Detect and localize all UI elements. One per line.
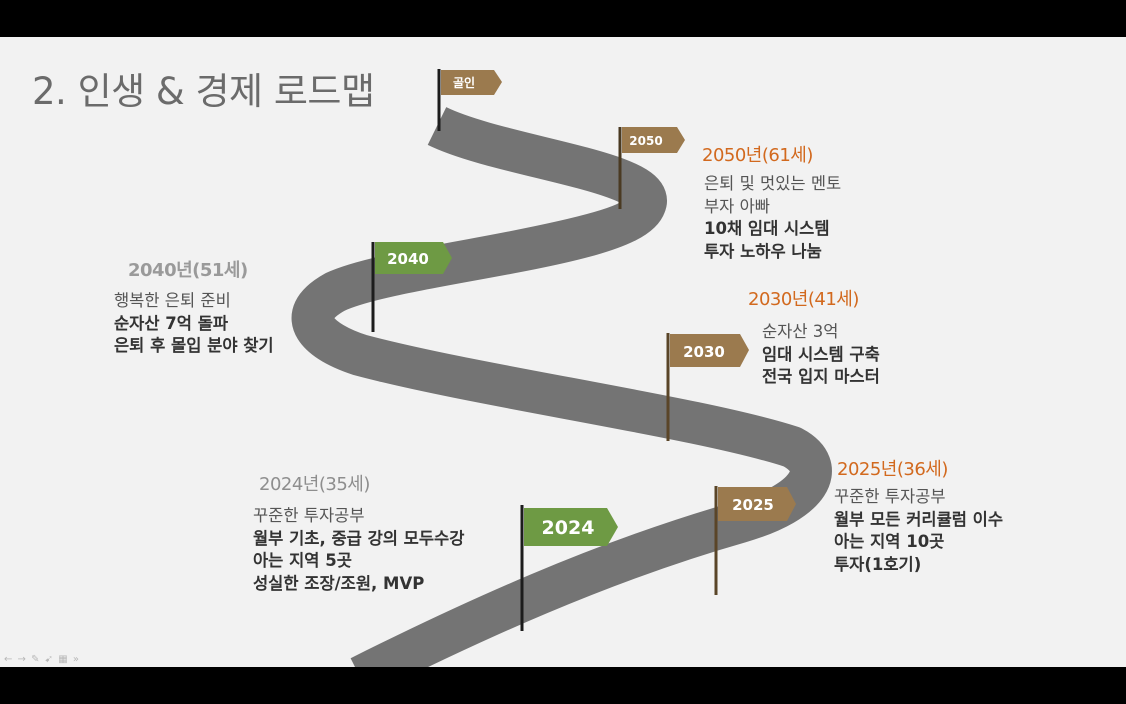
milestone-2024-details: 꾸준한 투자공부 월부 기초, 중급 강의 모두수강 아는 지역 5곳 성실한 … xyxy=(253,505,464,595)
flag-goal-label: 골인 xyxy=(453,75,475,90)
flag-goal: 골인 xyxy=(437,69,502,131)
milestone-2050-details: 은퇴 및 멋있는 멘토 부자 아빠 10채 임대 시스템 투자 노하우 나눔 xyxy=(704,173,841,263)
milestone-2025-heading: 2025년(36세) xyxy=(837,459,948,480)
milestone-2050-line-1: 은퇴 및 멋있는 멘토 xyxy=(704,174,842,193)
road-path xyxy=(291,106,832,667)
milestone-2030-heading: 2030년(41세) xyxy=(748,289,859,310)
flag-2040-label: 2040 xyxy=(387,250,429,268)
milestone-2040-details: 행복한 은퇴 준비 순자산 7억 돌파 은퇴 후 몰입 분야 찾기 xyxy=(114,290,274,358)
slide: 2. 인생 & 경제 로드맵 골인 2050 2040 2030 xyxy=(0,37,1126,667)
flag-2025-label: 2025 xyxy=(732,496,774,514)
milestone-2030-details: 순자산 3억 임대 시스템 구축 전국 입지 마스터 xyxy=(762,321,880,389)
flag-2050: 2050 xyxy=(618,127,685,209)
roadmap-road: 골인 2050 2040 2030 2025 xyxy=(291,69,832,667)
flag-2030-label: 2030 xyxy=(683,343,725,361)
milestone-2030-line-3: 전국 입지 마스터 xyxy=(762,367,880,386)
milestone-2024-line-4: 성실한 조장/조원, MVP xyxy=(253,573,425,593)
slide-title: 2. 인생 & 경제 로드맵 xyxy=(32,70,375,113)
milestone-2050-heading: 2050년(61세) xyxy=(702,145,813,166)
milestone-2040-line-1: 행복한 은퇴 준비 xyxy=(114,291,231,310)
milestone-2040-line-3: 은퇴 후 몰입 분야 찾기 xyxy=(114,336,274,355)
milestone-2024-line-1: 꾸준한 투자공부 xyxy=(253,506,365,525)
milestone-2040-heading: 2040년(51세) xyxy=(128,260,248,281)
milestone-2025-line-2: 월부 모든 커리큘럼 이수 xyxy=(834,509,1004,529)
milestone-2024-line-3: 아는 지역 5곳 xyxy=(253,551,352,570)
milestone-2024-line-2: 월부 기초, 중급 강의 모두수강 xyxy=(253,528,465,548)
milestone-2025-line-3: 아는 지역 10곳 xyxy=(834,532,945,551)
milestone-2050-line-2: 부자 아빠 xyxy=(704,196,770,216)
milestone-2025-line-4: 투자(1호기) xyxy=(834,554,922,574)
flag-2024: 2024 xyxy=(520,505,618,631)
milestone-2040-line-2: 순자산 7억 돌파 xyxy=(114,313,229,333)
milestone-2025-details: 꾸준한 투자공부 월부 모든 커리큘럼 이수 아는 지역 10곳 투자(1호기) xyxy=(834,486,1003,576)
flag-2030: 2030 xyxy=(666,333,749,441)
flag-2024-label: 2024 xyxy=(542,517,595,539)
milestone-2030-line-1: 순자산 3억 xyxy=(762,322,839,341)
flag-2025: 2025 xyxy=(714,486,796,595)
slideshow-navigation[interactable]: ← → ✎ ➹ ▦ » xyxy=(4,654,80,665)
flag-2040: 2040 xyxy=(371,242,452,332)
milestone-2050-line-3: 10채 임대 시스템 xyxy=(704,219,830,238)
milestone-2024-heading: 2024년(35세) xyxy=(259,474,370,495)
flag-2050-label: 2050 xyxy=(629,134,662,148)
milestone-2025-line-1: 꾸준한 투자공부 xyxy=(834,487,946,506)
milestone-2030-line-2: 임대 시스템 구축 xyxy=(762,344,880,364)
milestone-2050-line-4: 투자 노하우 나눔 xyxy=(704,241,822,261)
